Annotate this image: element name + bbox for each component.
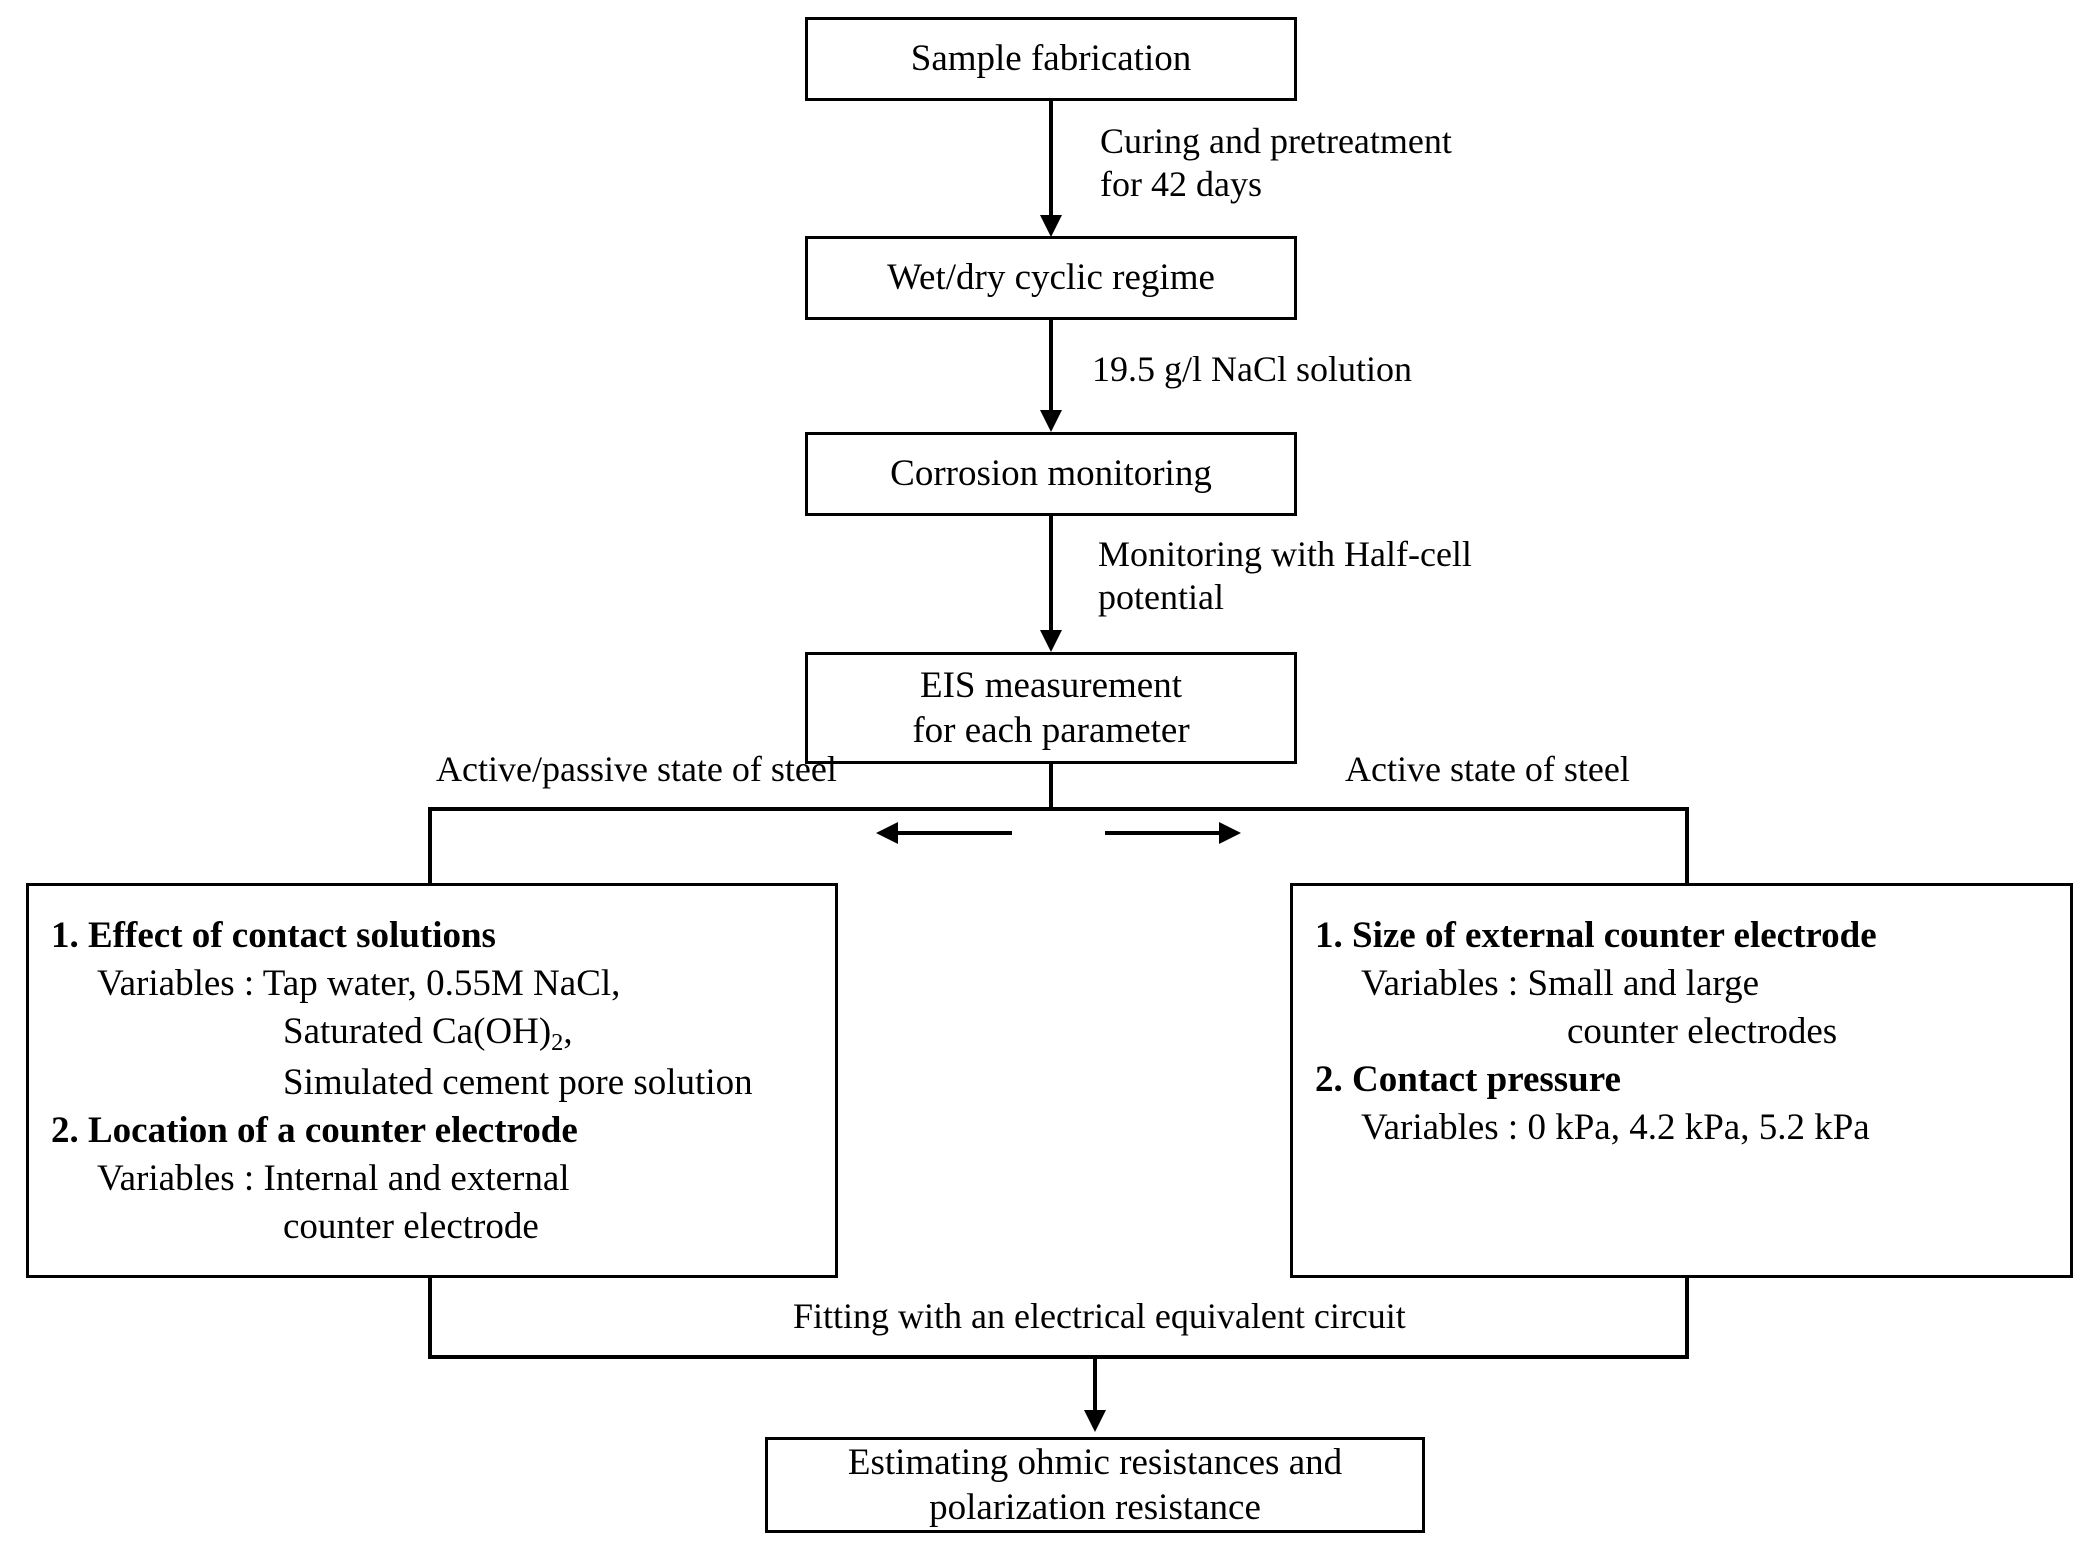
split-bar xyxy=(428,807,1689,811)
connector-eis-to-split xyxy=(1049,764,1053,810)
connector-merge-to-final xyxy=(1093,1355,1097,1417)
direction-arrow-left-shaft xyxy=(898,831,1012,835)
node-estimating-resistances: Estimating ohmic resistances and polariz… xyxy=(765,1437,1425,1533)
edge-label-curing: Curing and pretreatment for 42 days xyxy=(1100,121,1452,205)
detail-box-active-state: 1. Size of external counter electrode Va… xyxy=(1290,883,2073,1278)
right-item1-heading: 1. Size of external counter electrode xyxy=(1315,915,1877,956)
left-item1-heading: 1. Effect of contact solutions xyxy=(51,915,496,956)
connector-left-box-to-merge xyxy=(428,1278,432,1358)
branch-label-right: Active state of steel xyxy=(1345,749,1630,789)
merge-bar xyxy=(428,1355,1689,1359)
node-corrosion-monitoring-label: Corrosion monitoring xyxy=(890,453,1212,495)
right-item1-sub2: counter electrodes xyxy=(1567,1011,1838,1053)
arrowhead-sample-to-wetdry xyxy=(1040,215,1062,237)
node-sample-fabrication: Sample fabrication xyxy=(805,17,1297,101)
node-eis-measurement-line1: EIS measurement xyxy=(920,664,1182,706)
left-item2-heading: 2. Location of a counter electrode xyxy=(51,1109,578,1151)
branch-label-left: Active/passive state of steel xyxy=(436,749,837,789)
node-sample-fabrication-label: Sample fabrication xyxy=(910,38,1192,80)
edge-label-fitting: Fitting with an electrical equivalent ci… xyxy=(793,1296,1406,1336)
connector-corrosion-to-eis xyxy=(1049,516,1053,638)
node-corrosion-monitoring: Corrosion monitoring xyxy=(805,432,1297,516)
node-estimating-line1: Estimating ohmic resistances and xyxy=(847,1441,1343,1483)
right-item1-sub1: Variables : Small and large xyxy=(1361,963,1759,1005)
edge-label-half-cell: Monitoring with Half-cell potential xyxy=(1098,534,1472,618)
arrowhead-merge-to-final xyxy=(1084,1410,1106,1432)
direction-arrow-left-head xyxy=(876,822,898,844)
right-item2-sub1: Variables : 0 kPa, 4.2 kPa, 5.2 kPa xyxy=(1361,1107,1870,1149)
arrowhead-corrosion-to-eis xyxy=(1040,630,1062,652)
connector-wetdry-to-corrosion xyxy=(1049,320,1053,420)
node-wet-dry-cyclic-regime: Wet/dry cyclic regime xyxy=(805,236,1297,320)
connector-split-to-left-box xyxy=(428,807,432,885)
left-item1-sub2: Saturated Ca(OH)2, xyxy=(283,1011,573,1057)
node-estimating-line2: polarization resistance xyxy=(929,1487,1261,1528)
direction-arrow-right-shaft xyxy=(1105,831,1219,835)
right-item2-heading: 2. Contact pressure xyxy=(1315,1059,1621,1101)
arrowhead-wetdry-to-corrosion xyxy=(1040,410,1062,432)
left-item2-sub1: Variables : Internal and external xyxy=(97,1157,570,1199)
left-item2-sub2: counter electrode xyxy=(283,1206,539,1248)
direction-arrow-right-head xyxy=(1219,822,1241,844)
connector-right-box-to-merge xyxy=(1685,1278,1689,1358)
node-eis-measurement: EIS measurement for each parameter xyxy=(805,652,1297,764)
node-eis-measurement-line2: for each parameter xyxy=(912,710,1190,751)
edge-label-nacl-solution: 19.5 g/l NaCl solution xyxy=(1092,349,1413,389)
node-wet-dry-label: Wet/dry cyclic regime xyxy=(887,257,1215,299)
left-item1-sub3: Simulated cement pore solution xyxy=(283,1061,753,1103)
detail-box-active-passive: 1. Effect of contact solutions Variables… xyxy=(26,883,838,1278)
connector-sample-to-wetdry xyxy=(1049,101,1053,221)
connector-split-to-right-box xyxy=(1685,807,1689,885)
subscript-two: 2 xyxy=(551,1029,564,1057)
left-item1-sub1: Variables : Tap water, 0.55M NaCl, xyxy=(97,963,621,1005)
